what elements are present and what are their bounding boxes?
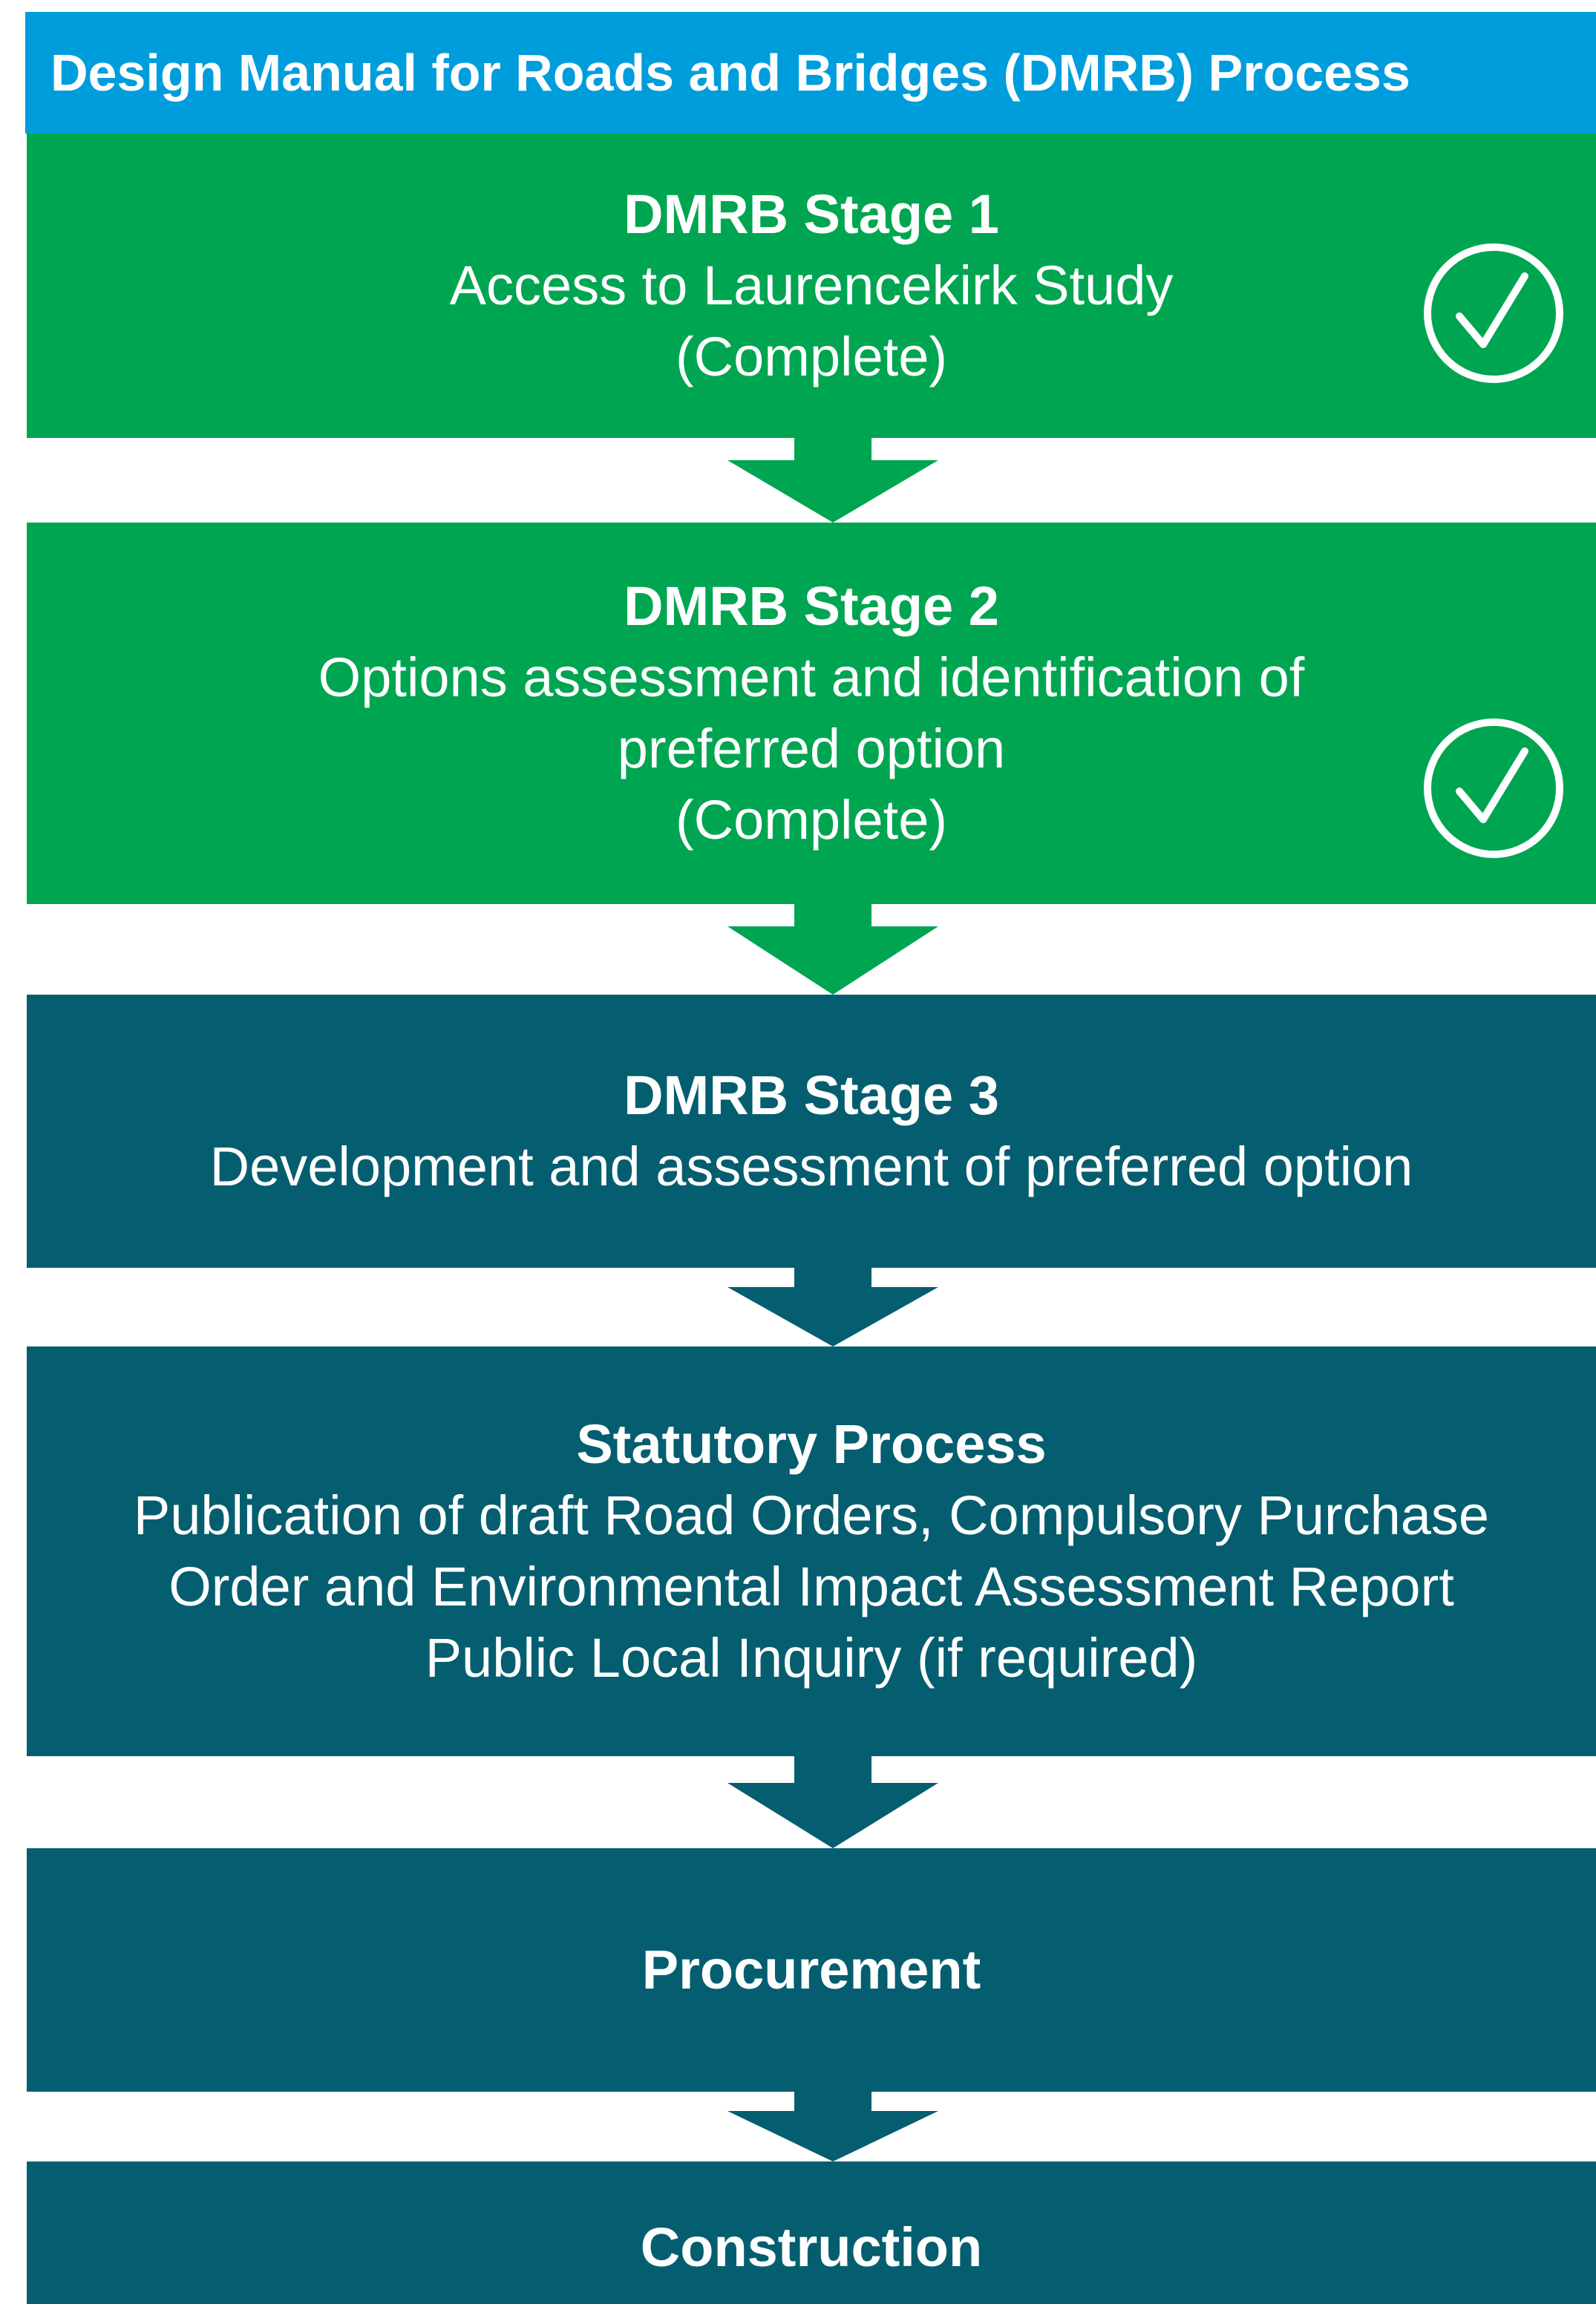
stage-2-line-3: (Complete) (676, 789, 947, 851)
stage-2-line-1: Options assessment and identification of (318, 647, 1305, 708)
down-arrow-icon (727, 904, 938, 995)
statutory-process-line-1: Publication of draft Road Orders, Compul… (133, 1485, 1490, 1546)
stage-1-title: DMRB Stage 1 (624, 183, 999, 245)
stage-2-title: DMRB Stage 2 (624, 575, 999, 637)
check-circle-icon (1424, 719, 1563, 858)
stage-3-line-1: Development and assessment of preferred … (209, 1136, 1413, 1197)
statutory-process-box: Statutory Process Publication of draft R… (27, 1346, 1596, 1756)
down-arrow-icon (727, 2092, 938, 2161)
stage-2-line-2: preferred option (617, 718, 1006, 779)
stage-1-box: DMRB Stage 1 Access to Laurencekirk Stud… (27, 134, 1596, 438)
down-arrow-icon (727, 1268, 938, 1346)
down-arrow-icon (727, 1756, 938, 1848)
statutory-process-line-3: Public Local Inquiry (if required) (425, 1627, 1198, 1689)
statutory-process-line-2: Order and Environmental Impact Assessmen… (169, 1556, 1454, 1617)
construction-title: Construction (640, 2216, 983, 2278)
procurement-title: Procurement (641, 1939, 981, 2000)
stage-3-box: DMRB Stage 3 Development and assessment … (27, 995, 1596, 1268)
construction-box: Construction (27, 2161, 1596, 2304)
stage-2-box: DMRB Stage 2 Options assessment and iden… (27, 523, 1596, 904)
procurement-box: Procurement (27, 1848, 1596, 2092)
check-circle-icon (1424, 243, 1563, 383)
header-title: Design Manual for Roads and Bridges (DMR… (50, 44, 1410, 102)
statutory-process-title: Statutory Process (576, 1413, 1047, 1475)
stage-1-line-2: (Complete) (676, 326, 947, 387)
stage-3-title: DMRB Stage 3 (624, 1064, 999, 1126)
down-arrow-icon (727, 438, 938, 523)
diagram-header: Design Manual for Roads and Bridges (DMR… (25, 12, 1596, 134)
stage-1-line-1: Access to Laurencekirk Study (449, 255, 1174, 316)
